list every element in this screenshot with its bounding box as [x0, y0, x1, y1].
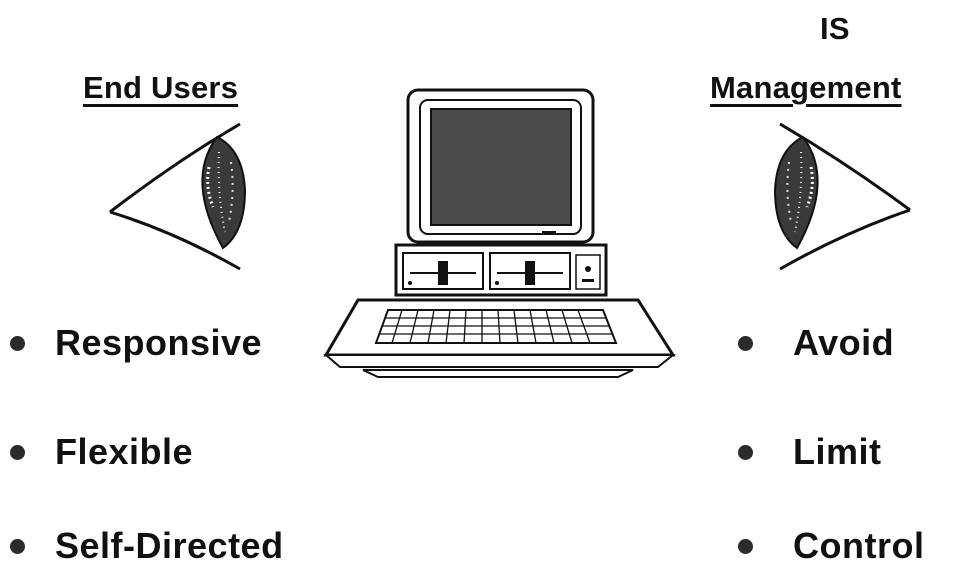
list-item-label: Self-Directed — [55, 525, 284, 567]
bullet-icon — [10, 336, 25, 351]
list-item-label: Responsive — [55, 322, 262, 364]
right-eye-icon — [765, 122, 915, 272]
is-heading: IS — [820, 11, 850, 47]
bullet-icon — [738, 539, 753, 554]
keyboard — [326, 300, 673, 377]
list-item-label: Control — [793, 525, 924, 567]
list-item: Avoid — [738, 322, 894, 364]
bullet-icon — [10, 445, 25, 460]
list-item: Limit — [738, 431, 882, 473]
end-users-heading: End Users — [83, 70, 238, 106]
list-item-label: Flexible — [55, 431, 193, 473]
left-eye-icon — [105, 122, 255, 272]
management-heading: Management — [710, 70, 901, 106]
list-item: Self-Directed — [10, 525, 284, 567]
bullet-icon — [10, 539, 25, 554]
list-item-label: Avoid — [793, 322, 894, 364]
list-item: Responsive — [10, 322, 262, 364]
list-item: Control — [738, 525, 924, 567]
list-item: Flexible — [10, 431, 193, 473]
list-item-label: Limit — [793, 431, 882, 473]
system-unit — [396, 245, 606, 295]
bullet-icon — [738, 336, 753, 351]
monitor — [408, 90, 593, 245]
computer-icon — [318, 85, 678, 385]
bullet-icon — [738, 445, 753, 460]
